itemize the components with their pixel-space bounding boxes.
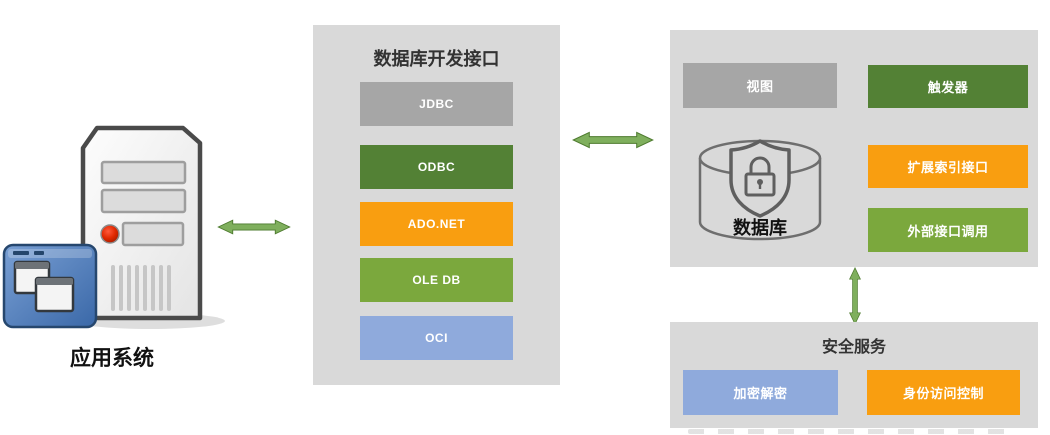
api-box-odbc: ODBC [360,145,513,189]
api-box-oledb: OLE DB [360,258,513,302]
power-led-icon [100,224,120,244]
db-box-extended-index: 扩展索引接口 [868,145,1028,188]
server-tower-icon [80,125,203,321]
inner-window-front [34,276,75,313]
security-box-encryption: 加密解密 [683,370,838,415]
db-box-view: 视图 [683,63,837,108]
vent-lines [111,265,171,311]
database-label: 数据库 [733,218,787,238]
api-box-oci: OCI [360,316,513,360]
database-cylinder-icon [698,139,822,241]
arrow-app-to-api-icon [217,219,291,235]
security-box-identity-access: 身份访问控制 [867,370,1020,415]
shield-lock-icon [729,139,791,218]
arrow-db-to-security-icon [849,266,861,326]
security-panel: 安全服务 加密解密 身份访问控制 [670,322,1038,428]
app-window-icon [2,243,98,329]
dev-api-panel-title: 数据库开发接口 [373,49,500,69]
application-system-icon [2,125,225,329]
arrow-api-to-db-icon [572,131,654,149]
api-box-adonet: ADO.NET [360,202,513,246]
security-panel-title: 安全服务 [821,339,886,356]
application-system-label: 应用系统 [70,347,154,370]
db-box-external-call: 外部接口调用 [868,208,1028,252]
cropped-watermark [688,429,1008,434]
api-box-jdbc: JDBC [360,82,513,126]
dev-api-panel: 数据库开发接口 JDBC ODBC ADO.NET OLE DB OCI [313,25,560,385]
database-panel: 视图 触发器 扩展索引接口 外部接口调用 数据库 [670,30,1038,267]
db-box-trigger: 触发器 [868,65,1028,108]
